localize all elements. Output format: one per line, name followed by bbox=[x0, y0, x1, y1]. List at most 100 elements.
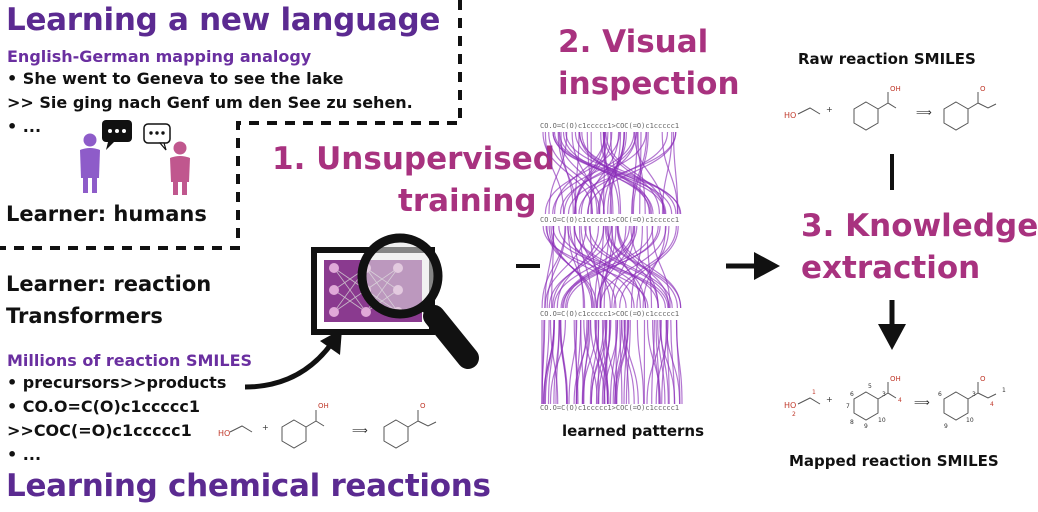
attention-line bbox=[563, 225, 635, 309]
example-ellipsis: • ... bbox=[7, 117, 42, 136]
attention-token-row: CO.O=C(O)c1ccccc1>COC(=O)c1ccccc1 bbox=[540, 216, 679, 224]
attention-line bbox=[607, 131, 625, 215]
svg-text:OH: OH bbox=[318, 402, 329, 410]
arrow-down-icon bbox=[878, 300, 906, 350]
attention-line bbox=[657, 319, 666, 405]
attention-line bbox=[601, 319, 609, 405]
svg-text:1: 1 bbox=[812, 389, 816, 396]
attention-line bbox=[567, 225, 635, 309]
attention-line bbox=[549, 319, 566, 405]
attention-line bbox=[542, 131, 593, 215]
svg-text:⟹: ⟹ bbox=[352, 424, 368, 437]
raw-reaction-scheme: HO + OH ⟹ O bbox=[784, 85, 997, 131]
chemistry-title: Learning chemical reactions bbox=[6, 468, 491, 504]
step2-title-line1: 2. Visual bbox=[558, 24, 709, 60]
svg-text:HO: HO bbox=[784, 111, 796, 120]
svg-text:2: 2 bbox=[792, 411, 796, 418]
svg-text:O: O bbox=[980, 375, 986, 383]
attention-line bbox=[612, 319, 623, 405]
smiles-products: >>COC(=O)c1ccccc1 bbox=[7, 421, 192, 440]
attention-line bbox=[584, 225, 670, 309]
attention-token-row: CO.O=C(O)c1ccccc1>COC(=O)c1ccccc1 bbox=[540, 122, 679, 130]
attention-line bbox=[567, 225, 586, 309]
attention-line bbox=[590, 319, 607, 405]
attention-line bbox=[559, 319, 568, 405]
attention-line bbox=[558, 131, 654, 215]
reaction-scheme-small: HO + OH ⟹ O bbox=[218, 402, 437, 449]
svg-text:+: + bbox=[262, 423, 269, 432]
attention-line bbox=[600, 131, 620, 215]
attention-line bbox=[553, 225, 630, 309]
attention-line bbox=[560, 225, 654, 309]
attention-line bbox=[578, 131, 669, 215]
svg-text:O: O bbox=[420, 402, 426, 410]
attention-line bbox=[659, 319, 676, 405]
smiles-ellipsis: • ... bbox=[7, 445, 42, 464]
attention-line bbox=[631, 131, 648, 215]
raw-reaction-caption: Raw reaction SMILES bbox=[798, 50, 976, 68]
learner-transformers-line2: Transformers bbox=[6, 304, 163, 328]
attention-line bbox=[655, 319, 661, 405]
attention-line bbox=[544, 225, 587, 309]
attention-line bbox=[544, 131, 621, 215]
svg-text:3: 3 bbox=[972, 391, 976, 398]
attention-line bbox=[546, 225, 598, 309]
attention-line bbox=[675, 319, 683, 405]
svg-text:10: 10 bbox=[966, 417, 974, 424]
smiles-reactants: • CO.O=C(O)c1ccccc1 bbox=[7, 397, 201, 416]
attention-line bbox=[623, 319, 630, 405]
attention-line bbox=[597, 131, 627, 215]
attention-line bbox=[660, 319, 669, 405]
language-subtitle: English-German mapping analogy bbox=[7, 47, 312, 66]
smiles-format: • precursors>>products bbox=[7, 373, 227, 392]
humans-illustration bbox=[80, 120, 190, 195]
attention-line bbox=[625, 319, 631, 405]
attention-line bbox=[589, 319, 600, 405]
attention-line bbox=[544, 131, 565, 215]
attention-line bbox=[651, 319, 655, 405]
example-german: >> Sie ging nach Genf um den See zu sehe… bbox=[7, 93, 413, 112]
attention-line bbox=[603, 319, 611, 405]
attention-patterns: CO.O=C(O)c1ccccc1>COC(=O)c1ccccc1 CO.O=C… bbox=[540, 122, 683, 412]
attention-line bbox=[563, 131, 637, 215]
svg-text:+: + bbox=[826, 395, 833, 404]
attention-line bbox=[639, 131, 642, 215]
svg-text:5: 5 bbox=[868, 383, 872, 390]
curved-arrow-icon bbox=[244, 329, 342, 390]
language-title: Learning a new language bbox=[6, 2, 441, 38]
attention-line bbox=[637, 131, 646, 215]
person-icon bbox=[80, 133, 100, 193]
step1-title-line2: training bbox=[398, 183, 537, 219]
mapped-reaction-scheme: HO 1 2 + OH 3 4 5 6 7 8 9 10 ⟹ O 3 4 1 6… bbox=[784, 375, 1006, 430]
attention-line bbox=[580, 319, 584, 405]
arrow-right-icon bbox=[726, 252, 780, 280]
example-english: • She went to Geneva to see the lake bbox=[7, 69, 344, 88]
attention-line bbox=[589, 225, 601, 309]
attention-line bbox=[571, 131, 598, 215]
speech-bubble-icon bbox=[102, 120, 132, 150]
attention-line bbox=[551, 225, 555, 309]
smiles-subtitle: Millions of reaction SMILES bbox=[7, 351, 253, 370]
attention-line bbox=[583, 319, 598, 405]
attention-line bbox=[544, 319, 550, 405]
mapped-reaction-caption: Mapped reaction SMILES bbox=[789, 452, 999, 470]
svg-text:4: 4 bbox=[898, 397, 902, 404]
attention-line bbox=[548, 131, 601, 215]
divider-bar bbox=[890, 154, 894, 190]
person-icon bbox=[170, 141, 190, 195]
attention-line bbox=[605, 225, 678, 309]
svg-text:+: + bbox=[826, 105, 833, 114]
svg-text:HO: HO bbox=[784, 401, 796, 410]
magnifier-icon bbox=[311, 233, 479, 369]
attention-line bbox=[583, 319, 590, 405]
step3-title-line2: extraction bbox=[801, 250, 981, 286]
attention-line bbox=[651, 225, 671, 309]
attention-line bbox=[633, 131, 665, 215]
attention-line bbox=[552, 225, 605, 309]
attention-line bbox=[541, 319, 545, 405]
speech-bubble-icon bbox=[143, 123, 171, 151]
attention-line bbox=[541, 225, 566, 309]
attention-line bbox=[566, 225, 659, 309]
attention-line bbox=[619, 319, 623, 405]
attention-line bbox=[605, 131, 665, 215]
